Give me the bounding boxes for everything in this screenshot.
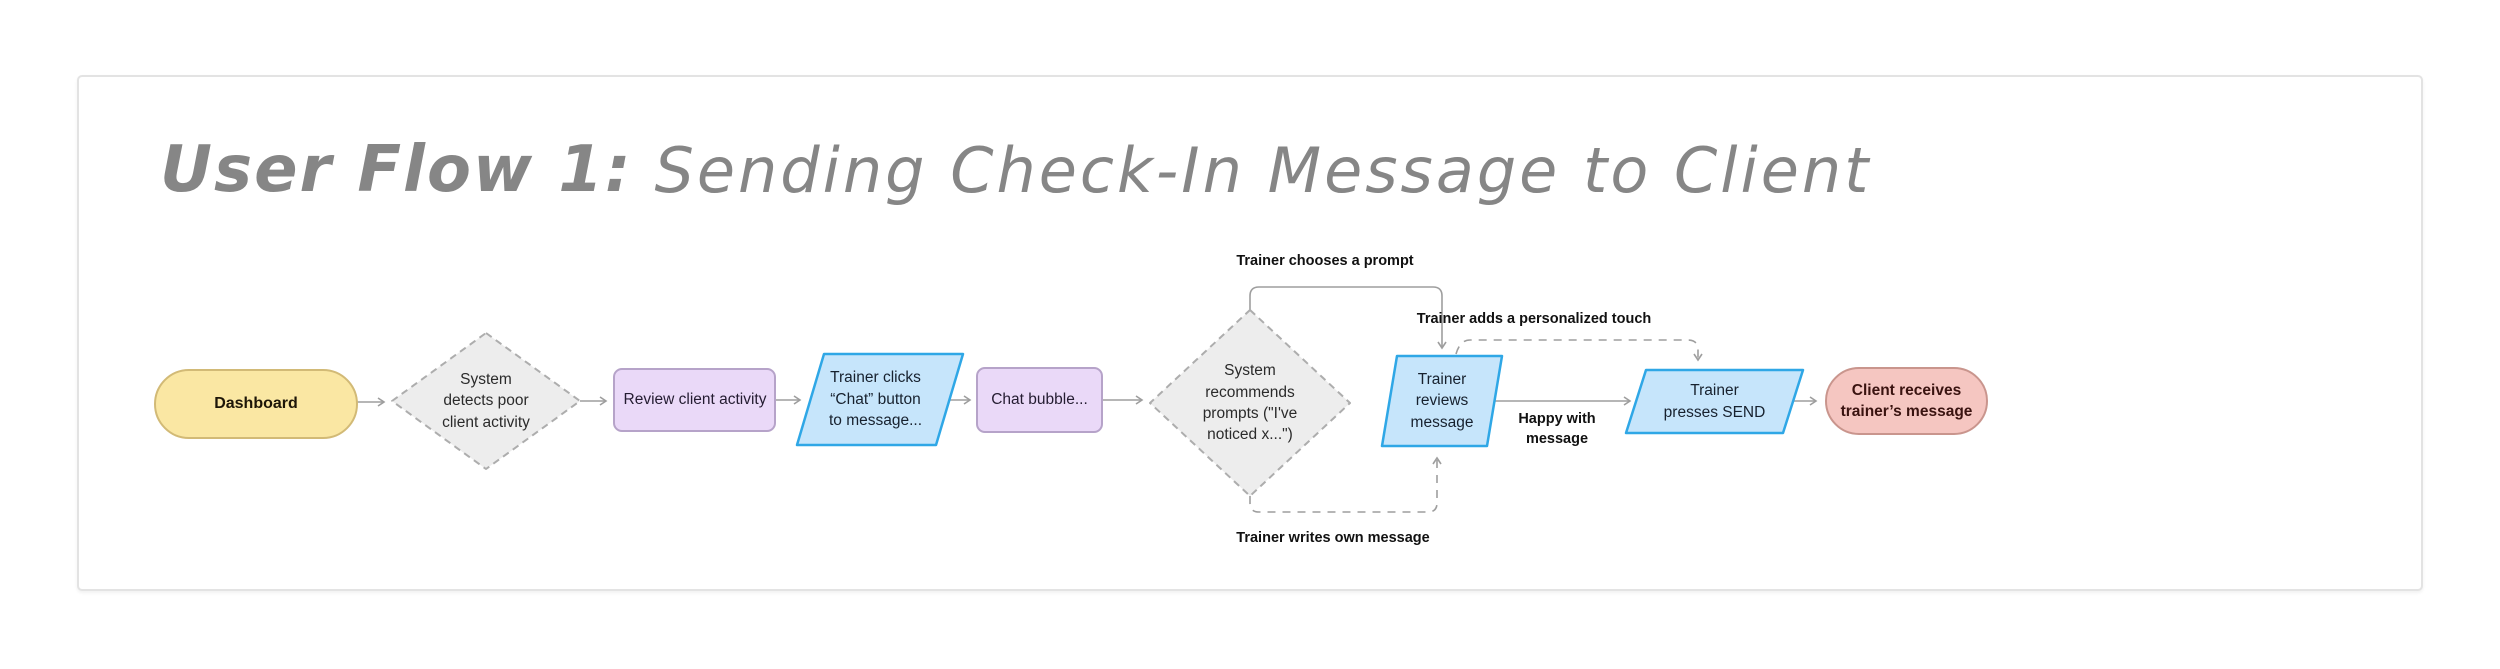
node-dashboard: Dashboard <box>214 394 298 412</box>
node-detect-activity: System detects poor client activity <box>442 370 530 431</box>
node-client-receives: Client receives trainer’s message <box>1840 381 1973 420</box>
shape-review-activity <box>613 368 776 432</box>
flow-connectors <box>357 286 1818 513</box>
node-review-activity: Review client activity <box>623 391 767 409</box>
node-chat-bubble: Chat bubble... <box>991 391 1088 409</box>
edge-chooses-prompt <box>1249 286 1447 350</box>
page-title-prefix: User Flow 1: <box>160 133 633 207</box>
edge-label-chooses-prompt: Trainer chooses a prompt <box>1236 253 1414 269</box>
flow-shapes <box>154 309 1988 497</box>
shape-click-chat <box>795 352 965 447</box>
node-review-message: Trainer reviews message <box>1410 370 1474 431</box>
node-recommend-prompts: System recommends prompts ("I've noticed… <box>1202 362 1298 444</box>
node-press-send: Trainer presses SEND <box>1663 382 1766 421</box>
shape-dashboard <box>154 369 358 439</box>
shape-recommend-prompts <box>1149 309 1351 497</box>
page-title-rest: Sending Check-In Message to Client <box>654 133 1872 207</box>
shape-chat-bubble <box>976 367 1103 433</box>
shape-review-message <box>1380 354 1504 448</box>
edge-label-writes-own-message: Trainer writes own message <box>1236 530 1430 546</box>
node-click-chat: Trainer clicks “Chat” button to message.… <box>828 369 923 430</box>
edge-label-personalized-touch: Trainer adds a personalized touch <box>1416 311 1652 327</box>
shape-press-send <box>1624 368 1805 435</box>
edge-label-happy-with-message: Happy with message <box>1518 411 1596 448</box>
shape-client-receives <box>1825 367 1988 435</box>
shape-detect-activity <box>391 332 581 470</box>
edge-writes-own-message <box>1249 456 1442 513</box>
page-title: User Flow 1: Sending Check-In Message to… <box>160 120 1871 220</box>
